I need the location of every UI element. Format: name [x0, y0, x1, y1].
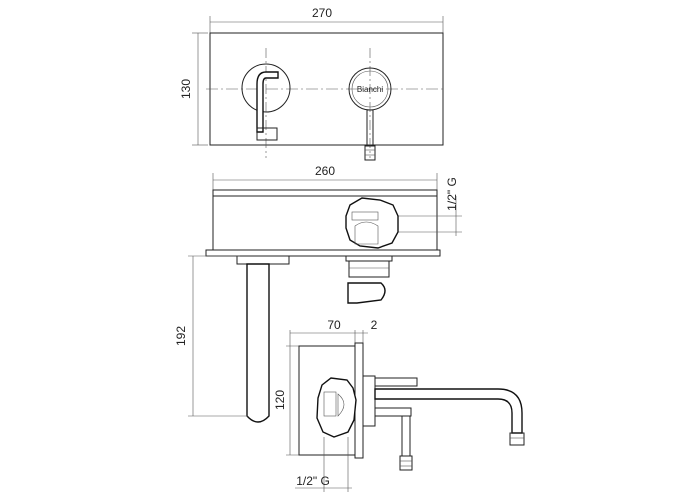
- valve-body-side: [316, 377, 357, 438]
- mixer-handle-top: [347, 282, 386, 304]
- spout-side: [374, 388, 523, 434]
- mixer-body-top: [348, 260, 390, 278]
- dimension-260: 260: [315, 164, 335, 178]
- side-view: 70 2 120 1/2" G: [273, 318, 525, 492]
- spout-tube-top: [246, 263, 270, 423]
- dimension-192: 192: [174, 326, 188, 346]
- spout-tip-side: [509, 432, 525, 446]
- dimension-2: 2: [371, 318, 378, 332]
- spout-base-top: [236, 255, 290, 265]
- thread-label-bottom: 1/2" G: [296, 474, 330, 488]
- front-view: 270 130 Bianchi: [179, 6, 446, 161]
- top-view: 260 1/2" G 192: [174, 164, 462, 423]
- embedded-box: [212, 189, 438, 251]
- thread-label-top: 1/2" G: [445, 177, 459, 211]
- dimension-120: 120: [273, 390, 287, 410]
- spout-rosette-side: [362, 375, 376, 427]
- brand-logo: Bianchi: [357, 85, 383, 94]
- dimension-270: 270: [312, 6, 332, 20]
- dimension-70: 70: [327, 318, 341, 332]
- mixer-rosette-top: [345, 255, 393, 262]
- dimension-130: 130: [179, 79, 193, 99]
- plate-edge: [205, 249, 441, 257]
- lever-side: [401, 415, 411, 457]
- spout-front: [256, 71, 279, 133]
- lever-top-side: [374, 377, 418, 387]
- spout-rosette: [241, 63, 291, 113]
